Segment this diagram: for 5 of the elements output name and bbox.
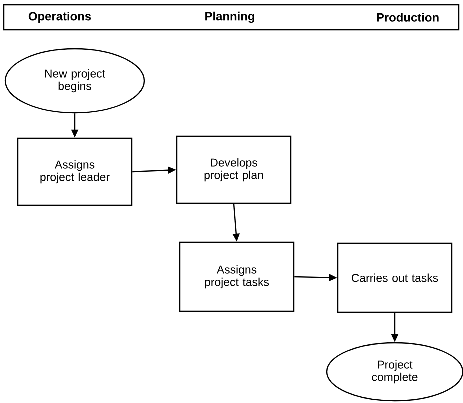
process-box: Carries out tasks	[337, 242, 453, 314]
process-box: Assigns project tasks	[179, 242, 295, 312]
column-header-bar: Operations Planning Production	[3, 4, 460, 31]
process-box: Assigns project leader	[17, 138, 133, 206]
process-box: Develops project plan	[176, 136, 292, 204]
